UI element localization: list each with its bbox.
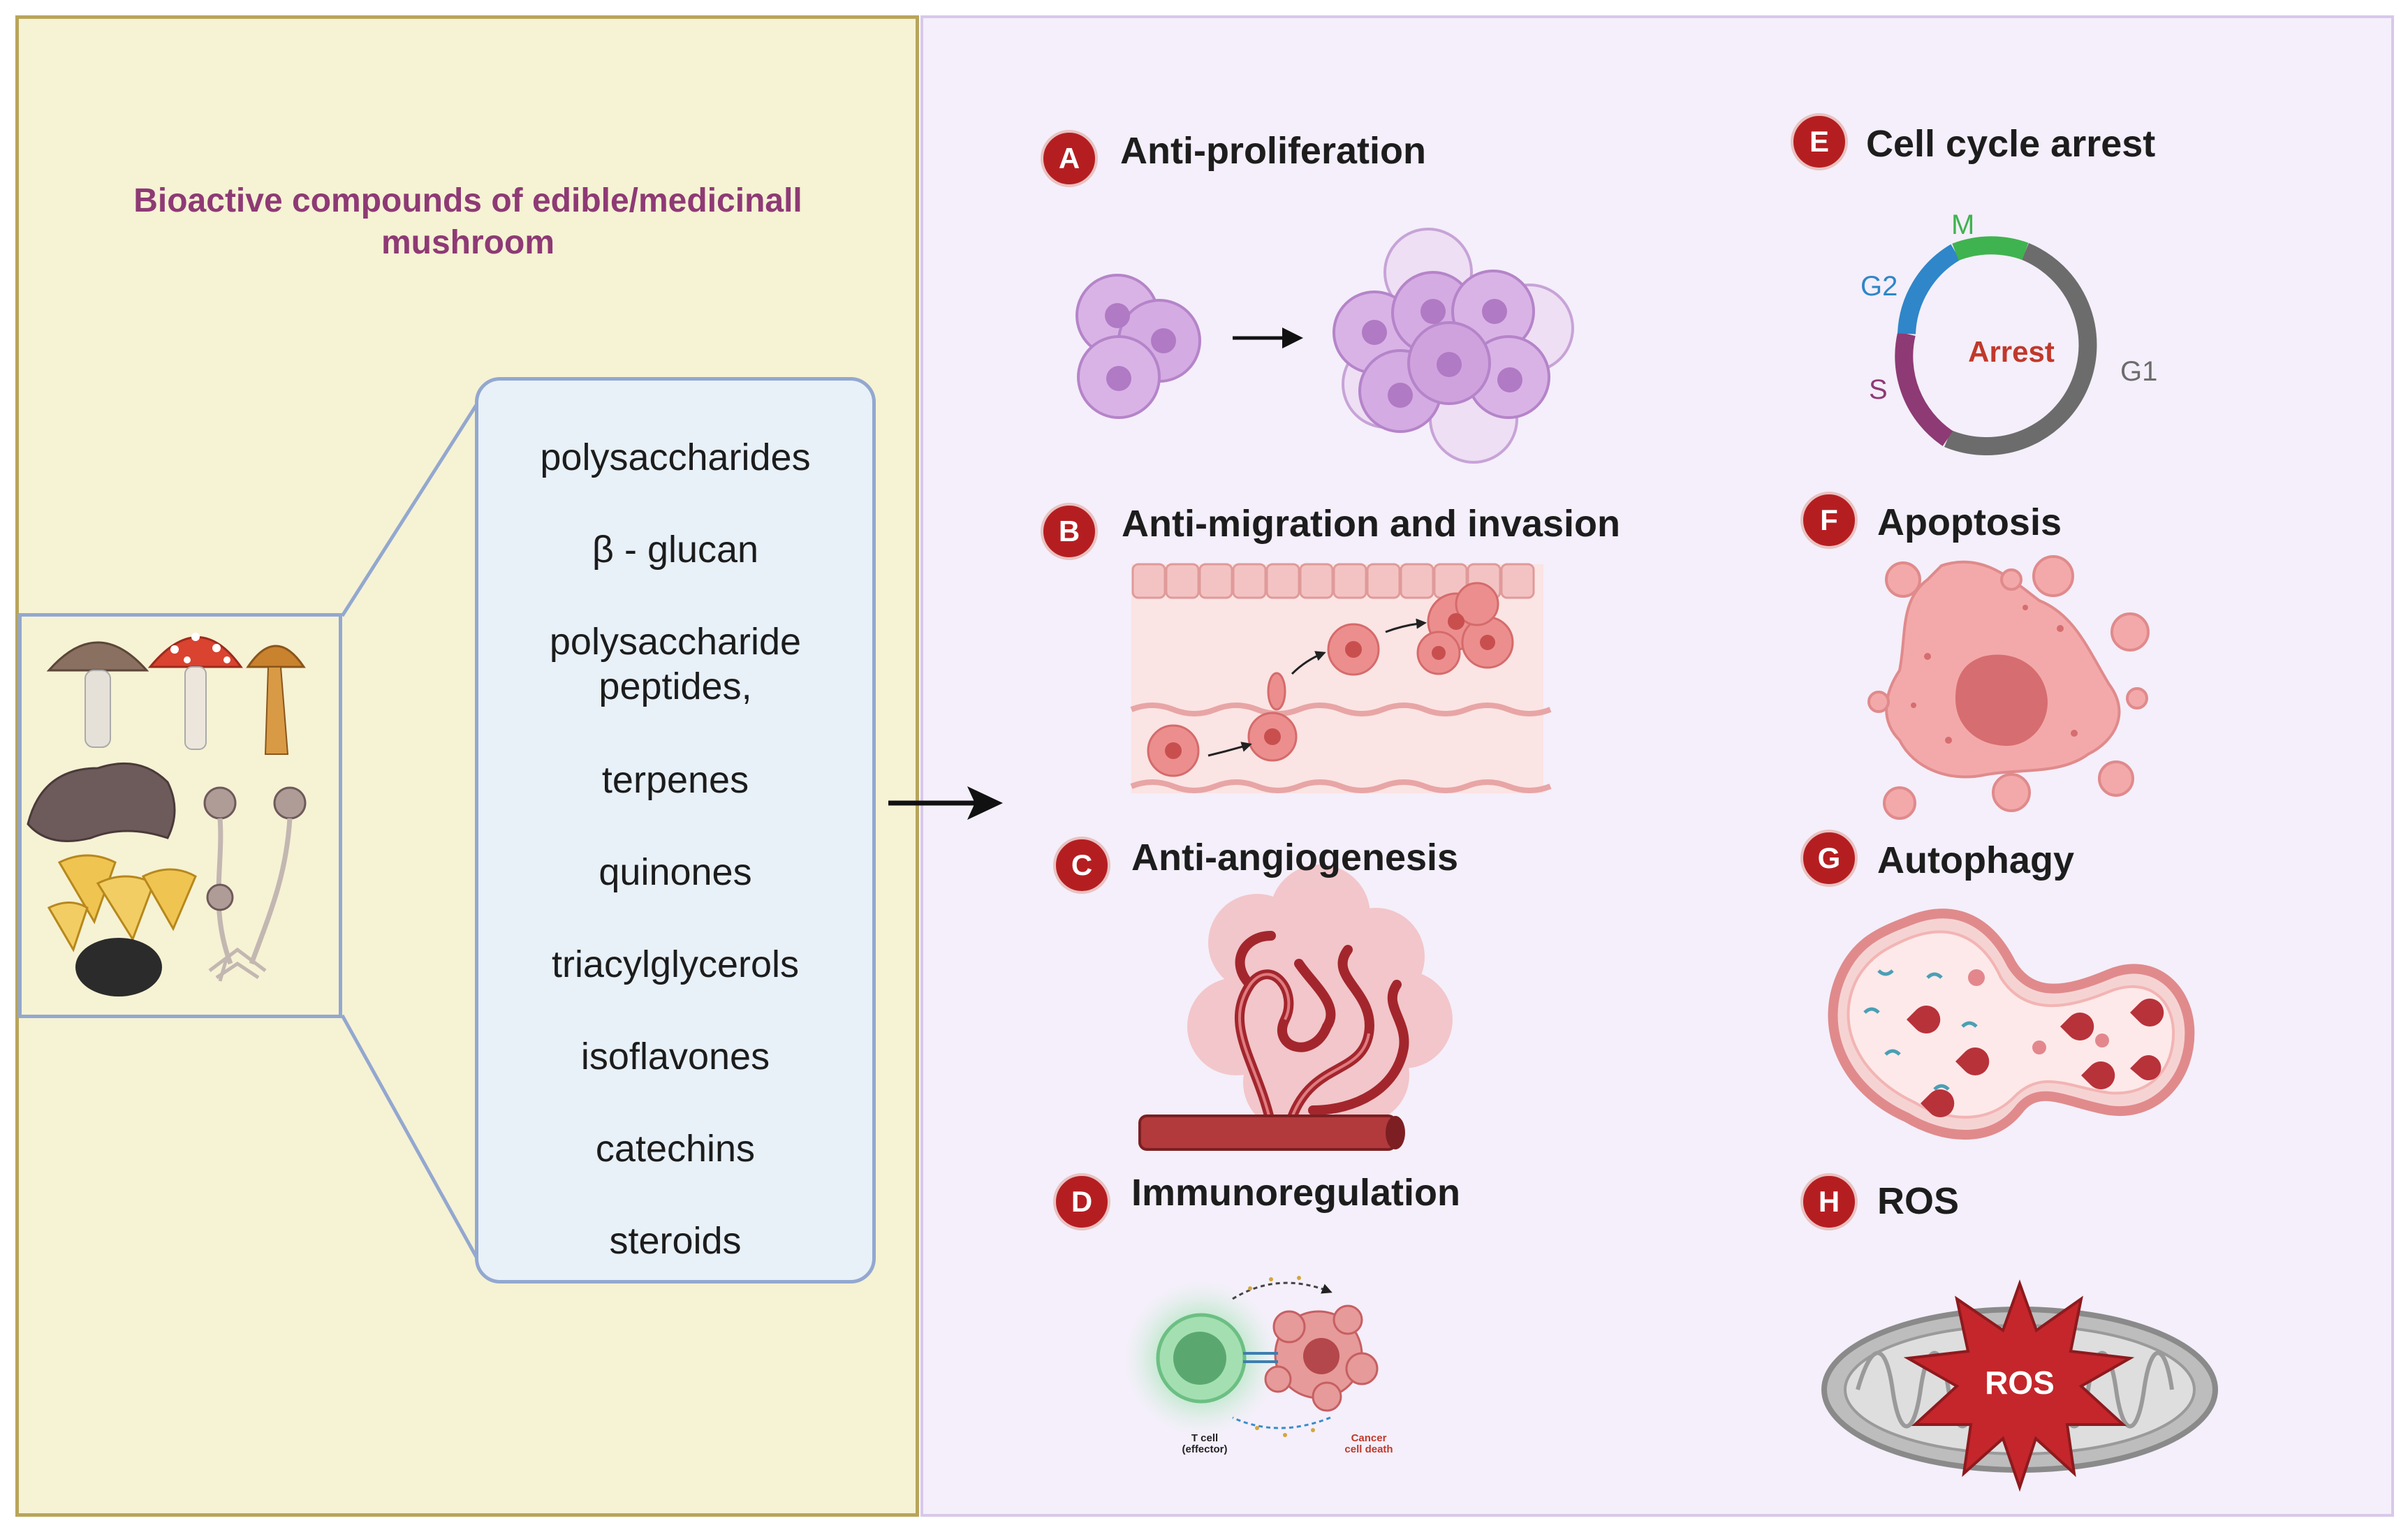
cancer-death-label: Cancer cell death	[1334, 1433, 1404, 1455]
mitochondrion-illustration	[1821, 1279, 2218, 1492]
compound-polysaccharide: polysaccharide	[549, 621, 802, 663]
connector-top	[340, 404, 478, 617]
badge-d: D	[1053, 1173, 1110, 1230]
ros-burst	[1903, 1279, 2135, 1492]
compound-polysaccharides: polysaccharides	[540, 436, 811, 478]
compounds-panel-title: Bioactive compounds of edible/medicinall…	[84, 180, 852, 264]
connector-bottom	[340, 1014, 478, 1258]
compound-steroids: steroids	[609, 1220, 742, 1262]
t-cell-label-line1: T cell	[1191, 1432, 1219, 1444]
t-cell-label-line2: (effector)	[1182, 1443, 1228, 1455]
compound-catechins: catechins	[595, 1128, 756, 1170]
badge-e: E	[1791, 113, 1848, 170]
compound-peptides: peptides,	[599, 665, 752, 707]
compound-isoflavones: isoflavones	[580, 1036, 770, 1077]
title-anti-migration: Anti-migration and invasion	[1122, 503, 1621, 545]
phase-m-arc	[1952, 236, 2029, 261]
title-autophagy: Autophagy	[1877, 839, 2074, 881]
blood-vessel	[1138, 1115, 1397, 1151]
compounds-list-box: polysaccharides β - glucan polysaccharid…	[475, 377, 876, 1283]
compound-beta-glucan: β - glucan	[592, 529, 759, 571]
epithelium-row	[1131, 563, 1535, 599]
compound-triacylglycerols: triacylglycerols	[551, 943, 800, 985]
mushroom-images-box	[18, 613, 342, 1018]
badge-b: B	[1041, 503, 1098, 560]
phase-s-label: S	[1869, 374, 1888, 405]
immunoregulation-illustration	[1124, 1276, 1379, 1437]
cancer-death-line2: cell death	[1344, 1443, 1393, 1455]
badge-h: H	[1800, 1173, 1858, 1230]
title-anti-angiogenesis: Anti-angiogenesis	[1131, 837, 1459, 878]
apoptosis-illustration	[1867, 555, 2150, 820]
arrest-label: Arrest	[1968, 335, 2055, 368]
ros-burst-label: ROS	[1985, 1365, 2055, 1401]
vessel-wall-bottom	[1130, 779, 1552, 793]
compound-quinones: quinones	[599, 851, 752, 893]
compound-terpenes: terpenes	[601, 759, 749, 801]
title-anti-proliferation: Anti-proliferation	[1120, 130, 1426, 172]
title-cell-cycle-arrest: Cell cycle arrest	[1866, 123, 2156, 165]
phase-g1-label: G1	[2120, 356, 2158, 387]
proliferation-illustration	[1075, 228, 1574, 464]
title-line-2: mushroom	[381, 224, 555, 261]
cell-cycle-ring	[1895, 236, 2097, 456]
main-arrow	[888, 786, 1003, 820]
vessel-wall-top	[1130, 703, 1552, 716]
phase-m-label: M	[1951, 209, 1975, 240]
phase-g1-arc	[1944, 242, 2097, 456]
badge-f: F	[1800, 492, 1858, 549]
title-immunoregulation: Immunoregulation	[1131, 1172, 1460, 1214]
phase-g2-label: G2	[1860, 271, 1898, 302]
badge-g: G	[1800, 830, 1858, 887]
phase-s-arc	[1895, 332, 1953, 446]
phase-g2-arc	[1897, 244, 1960, 334]
angiogenesis-illustration	[1138, 865, 1453, 1151]
t-cell-label: T cell (effector)	[1173, 1433, 1236, 1455]
autophagy-illustration	[1828, 909, 2195, 1140]
migration-illustration	[1130, 563, 1552, 793]
badge-a: A	[1041, 130, 1098, 187]
cell-cluster-large	[1333, 228, 1574, 464]
mushroom-illustrations	[27, 633, 307, 996]
cell-cluster-small	[1075, 274, 1201, 419]
title-line-1: Bioactive compounds of edible/medicinall	[133, 182, 802, 219]
title-apoptosis: Apoptosis	[1877, 501, 2062, 543]
cancer-cell	[1264, 1304, 1379, 1412]
cancer-death-line1: Cancer	[1351, 1432, 1387, 1444]
title-ros: ROS	[1877, 1180, 1960, 1222]
badge-c: C	[1053, 837, 1110, 894]
